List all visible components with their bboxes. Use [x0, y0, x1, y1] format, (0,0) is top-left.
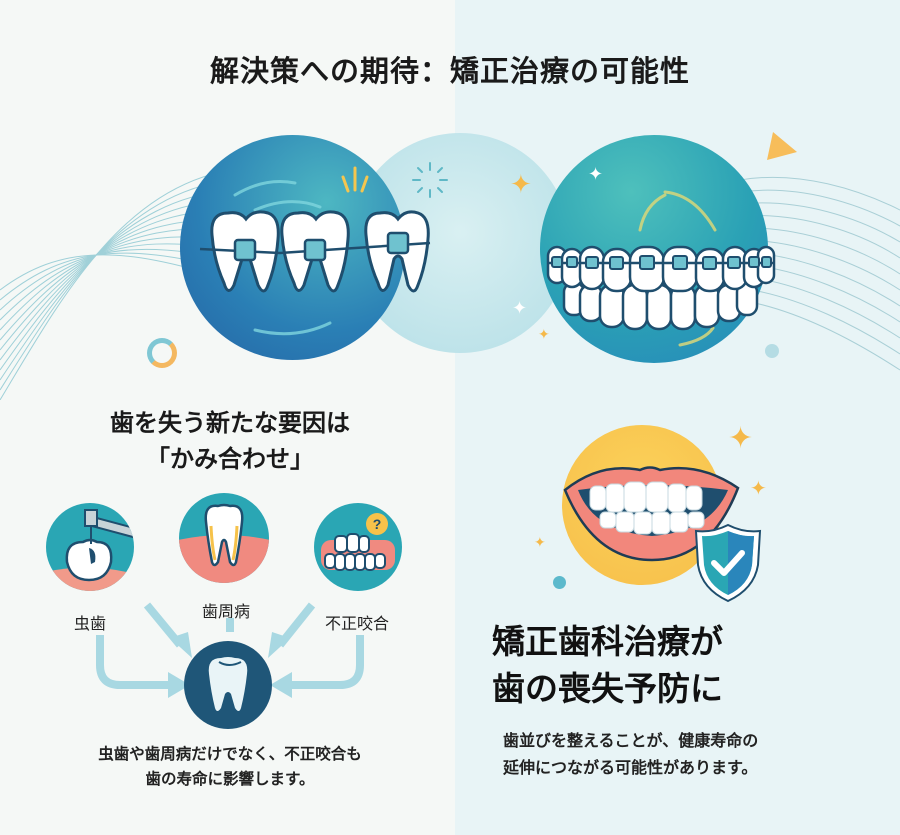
tooth-icon: [184, 641, 272, 729]
cavity-drill-icon: [46, 503, 134, 591]
page-title: 解決策への期待：矯正治療の可能性: [209, 54, 690, 88]
left-body-line2: 歯の寿命に影響します。: [145, 770, 315, 788]
right-body-text: 歯並びを整えることが、健康寿命の 延伸につながる可能性があります。: [503, 727, 758, 781]
sparkle-icon: ✦: [538, 327, 550, 343]
sparkle-icon: ✦: [728, 421, 754, 456]
shield-check-icon: [694, 523, 762, 603]
cause-label-periodontal: 歯周病: [201, 602, 250, 621]
left-body-text: 虫歯や歯周病だけでなく、不正咬合も 歯の寿命に影響します。: [30, 742, 430, 792]
right-body-line1: 歯並びを整えることが、健康寿命の: [503, 731, 759, 750]
right-body-line2: 延伸につながる可能性があります。: [503, 758, 758, 777]
sparkle-icon: ✦: [750, 476, 767, 500]
sparkle-icon: ✦: [588, 164, 604, 185]
left-body-line1: 虫歯や歯周病だけでなく、不正咬合も: [98, 745, 362, 763]
left-heading: 歯を失う新たな要因は 「かみ合わせ」: [30, 405, 430, 477]
aligned-teeth-braces-icon: [546, 190, 776, 347]
burst-icon: [412, 162, 448, 198]
svg-text:?: ?: [373, 516, 382, 532]
left-heading-line1: 歯を失う新たな要因は: [110, 409, 350, 437]
sparkle-icon: ✦: [510, 170, 532, 200]
cause-label-cavity: 虫歯: [73, 614, 106, 633]
left-heading-line2: 「かみ合わせ」: [146, 445, 314, 473]
arrows-to-tooth: [96, 602, 364, 698]
teeth-with-braces-icon: [199, 166, 431, 336]
dot-decoration: [765, 344, 779, 358]
right-heading-line1: 矯正歯科治療が: [492, 622, 723, 661]
gum-disease-tooth-icon: [179, 493, 269, 583]
donut-ring-decoration: [147, 338, 177, 368]
sparkle-icon: ✦: [534, 535, 546, 551]
right-heading-line2: 歯の喪失予防に: [492, 669, 723, 708]
dot-decoration: [553, 576, 566, 589]
cause-label-malocclusion: 不正咬合: [324, 614, 389, 633]
sparkle-icon: ✦: [512, 298, 528, 319]
malocclusion-question-icon: ?: [314, 503, 402, 591]
triangle-decoration: [767, 132, 797, 160]
smile-with-shield-icon: [563, 466, 740, 562]
right-heading: 矯正歯科治療が 歯の喪失予防に: [492, 618, 723, 712]
